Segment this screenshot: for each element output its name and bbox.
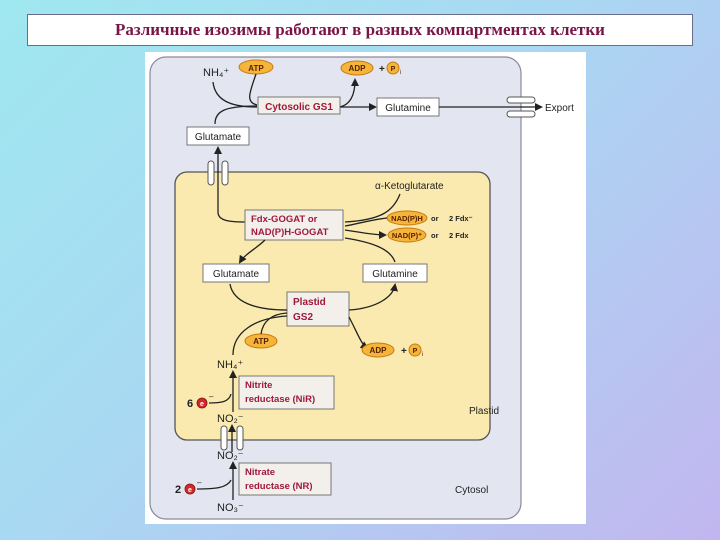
cytosolic-gs1-label: Cytosolic GS1 bbox=[265, 102, 333, 113]
gogat-label-line1: Fdx-GOGAT or bbox=[251, 214, 318, 225]
glutamate-cytosol-box: Glutamate bbox=[186, 126, 250, 146]
adp-label-top: ADP bbox=[349, 64, 367, 73]
slide-title: Различные изозимы работают в разных комп… bbox=[115, 20, 605, 39]
export-transporter bbox=[506, 96, 536, 118]
nitrate-reductase-enzyme: Nitrate reductase (NR) bbox=[238, 462, 332, 496]
pathway-figure: NH₄⁺ ATP ADP + P i Cytosolic GS1 Glutami… bbox=[145, 52, 586, 524]
pi-sub-plastid: i bbox=[422, 352, 423, 358]
akg-to-gogat-line bbox=[344, 193, 401, 223]
title-box: Различные изозимы работают в разных комп… bbox=[27, 14, 693, 46]
no2-cytosol: NO₂⁻ bbox=[217, 450, 244, 462]
electron-symbol-6: e bbox=[200, 401, 204, 408]
two-electrons-count: 2 bbox=[175, 484, 181, 496]
nadp-badge: NAD(P)⁺ bbox=[387, 227, 427, 243]
glutamate-to-gs1-line bbox=[214, 105, 258, 125]
cytosol-label: Cytosol bbox=[455, 485, 488, 496]
atp-label-top: ATP bbox=[248, 64, 264, 73]
plus-top: + bbox=[379, 64, 385, 75]
atp-badge-plastid: ATP bbox=[244, 333, 278, 349]
plus-plastid: + bbox=[401, 346, 407, 357]
pi-label-plastid: P bbox=[413, 348, 418, 355]
gogat-label-line2: NAD(P)H-GOGAT bbox=[251, 227, 329, 238]
nir-label-line2: reductase (NiR) bbox=[245, 394, 315, 405]
alpha-ketoglutarate-label: α-Ketoglutarate bbox=[375, 181, 444, 192]
adp-pi-plastid: ADP + P i bbox=[361, 342, 423, 358]
fdx-red-label: 2 Fdx⁻ bbox=[449, 214, 473, 223]
export-label: Export bbox=[545, 103, 574, 114]
glutamate-branch-line bbox=[217, 211, 246, 223]
or-label-1: or bbox=[431, 214, 439, 223]
nadp-label: NAD(P)⁺ bbox=[392, 231, 422, 240]
no3-cytosol: NO₃⁻ bbox=[217, 502, 244, 514]
glutamine-plastid-box: Glutamine bbox=[362, 263, 428, 283]
gogat-to-glutamate-arrow bbox=[238, 239, 266, 264]
electron-symbol-2: e bbox=[188, 487, 192, 494]
nadph-badge: NAD(P)H bbox=[386, 210, 428, 226]
nh4-plastid: NH₄⁺ bbox=[217, 359, 243, 371]
nadph-to-gogat-line bbox=[344, 217, 388, 227]
glutamine-to-gogat-line bbox=[344, 237, 396, 263]
gogat-to-nadp-arrow bbox=[344, 229, 387, 239]
atp-to-gs1-line bbox=[249, 73, 258, 106]
plastid-gs2-enzyme: Plastid GS2 bbox=[286, 291, 350, 327]
glutamate-transporter bbox=[207, 160, 229, 186]
nir-label-line1: Nitrite bbox=[245, 380, 272, 391]
glutamate-plastid-label: Glutamate bbox=[213, 269, 260, 280]
or-label-2: or bbox=[431, 231, 439, 240]
electron-badge-6: e – bbox=[196, 392, 214, 409]
pathway-diagram: NH₄⁺ ATP ADP + P i Cytosolic GS1 Glutami… bbox=[149, 56, 574, 520]
six-electrons-count: 6 bbox=[187, 398, 193, 410]
adp-label-plastid: ADP bbox=[370, 346, 388, 355]
nr-label-line2: reductase (NR) bbox=[245, 481, 313, 492]
adp-pi-top: ADP + P i bbox=[340, 60, 401, 76]
nr-label-line1: Nitrate bbox=[245, 467, 275, 478]
cytosolic-gs1-enzyme: Cytosolic GS1 bbox=[257, 96, 341, 115]
nitrite-transporter bbox=[220, 425, 244, 451]
glutamine-cytosol-label: Glutamine bbox=[385, 103, 431, 114]
gs1-to-adp-arrow bbox=[339, 78, 359, 108]
nh4-to-gs2-line bbox=[232, 315, 288, 356]
no2-plastid: NO₂⁻ bbox=[217, 413, 244, 425]
nitrite-reductase-enzyme: Nitrite reductase (NiR) bbox=[238, 375, 335, 410]
gs2-label-line1: Plastid bbox=[293, 297, 326, 308]
nh4-cytosol: NH₄⁺ bbox=[203, 67, 229, 79]
glutamate-to-gs2-line bbox=[229, 283, 288, 311]
gs2-to-glutamine-arrow bbox=[348, 283, 398, 311]
gs2-label-line2: GS2 bbox=[293, 312, 313, 323]
pi-label-top: P bbox=[391, 66, 396, 73]
electron-charge-2: – bbox=[197, 478, 202, 487]
pi-sub-top: i bbox=[400, 70, 401, 76]
electron-charge-6: – bbox=[209, 392, 214, 401]
glutamine-plastid-label: Glutamine bbox=[372, 269, 418, 280]
atp-label-plastid: ATP bbox=[253, 337, 269, 346]
electrons-to-nir-line bbox=[208, 393, 232, 404]
glutamate-cytosol-label: Glutamate bbox=[195, 132, 242, 143]
fdx-ox-label: 2 Fdx bbox=[449, 231, 469, 240]
nh4-to-gs1-line bbox=[212, 81, 258, 108]
electron-badge-2: e – bbox=[184, 478, 202, 495]
glutamine-cytosol-box: Glutamine bbox=[376, 97, 440, 117]
glutamate-plastid-box: Glutamate bbox=[202, 263, 270, 283]
electrons-to-nr-line bbox=[196, 479, 232, 490]
gogat-enzyme: Fdx-GOGAT or NAD(P)H-GOGAT bbox=[244, 209, 344, 241]
plastid-label: Plastid bbox=[469, 406, 499, 417]
nadph-label: NAD(P)H bbox=[391, 214, 423, 223]
atp-badge-top: ATP bbox=[238, 59, 274, 75]
